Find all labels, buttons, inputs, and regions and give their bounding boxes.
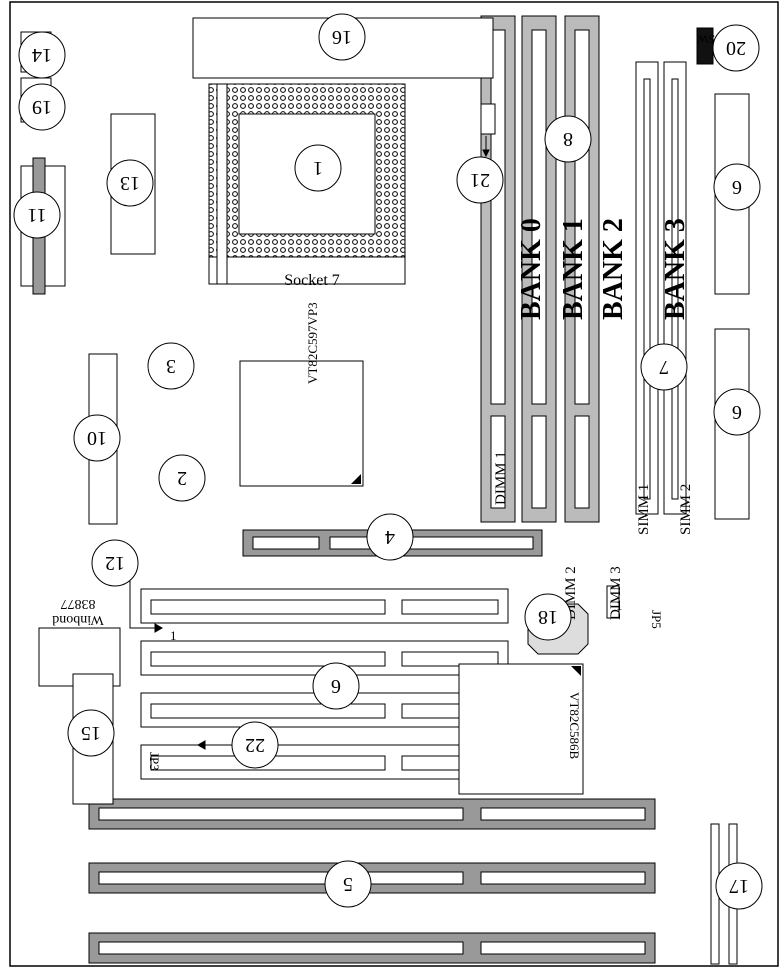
simm-2-label: SIMM 2	[678, 484, 694, 535]
fan-header	[480, 103, 496, 135]
callout-19: 19	[18, 83, 66, 131]
callout-6b: 6	[713, 388, 761, 436]
callout-2: 2	[158, 454, 206, 502]
jumper-jp5	[606, 585, 620, 619]
northbridge-chip	[239, 360, 364, 487]
svg-text:11: 11	[27, 204, 46, 226]
svg-text:13: 13	[120, 172, 140, 194]
callout-20: 20	[712, 24, 760, 72]
svg-text:4: 4	[385, 526, 395, 548]
callout-22: 22	[231, 721, 279, 769]
callout-8: 8	[544, 115, 592, 163]
dimm-3-label: DIMM 3	[608, 566, 624, 620]
svg-text:16: 16	[332, 26, 352, 48]
callout-6a: 6	[713, 163, 761, 211]
southbridge-label: VT82C586B	[567, 692, 582, 760]
callout-13: 13	[106, 159, 154, 207]
socket-label: Socket 7	[284, 272, 340, 289]
svg-text:12: 12	[105, 552, 125, 574]
callout-7: 7	[640, 343, 688, 391]
svg-text:18: 18	[538, 606, 558, 628]
callout-16: 16	[318, 13, 366, 61]
pci-slots	[140, 588, 509, 780]
callout-11: 11	[13, 191, 61, 239]
simm-slots	[635, 61, 687, 515]
svg-text:8: 8	[563, 128, 573, 150]
dimm-1-label: DIMM 1	[493, 451, 509, 505]
isa-slot	[88, 798, 656, 830]
svg-text:15: 15	[81, 722, 101, 744]
bank-1-label: BANK 1	[558, 218, 589, 320]
svg-text:17: 17	[729, 875, 749, 897]
io-chip-label-1: Winbond	[52, 612, 104, 627]
svg-text:6: 6	[331, 675, 341, 697]
callout-3: 3	[147, 342, 195, 390]
svg-text:20: 20	[726, 37, 746, 59]
simm-1-label: SIMM 1	[636, 484, 652, 535]
svg-text:6: 6	[732, 401, 742, 423]
isa-slot	[88, 862, 656, 894]
sw-label: SW	[696, 32, 715, 46]
board-outline	[9, 1, 779, 967]
callout-17: 17	[715, 862, 763, 910]
svg-text:22: 22	[245, 734, 265, 756]
pin-1-label-a: 1	[616, 598, 623, 613]
bank-0-label: BANK 0	[516, 218, 547, 320]
svg-text:5: 5	[343, 873, 353, 895]
jp3-label: JP3	[147, 752, 162, 771]
svg-text:1: 1	[313, 157, 323, 179]
io-chip-label-2: 83877	[61, 596, 96, 611]
callout-6c: 6	[312, 662, 360, 710]
callout-15: 15	[67, 709, 115, 757]
svg-text:19: 19	[32, 96, 52, 118]
svg-text:6: 6	[732, 176, 742, 198]
bank-2-label: BANK 2	[598, 218, 629, 320]
bank-3-label: BANK 3	[660, 218, 691, 320]
svg-text:3: 3	[166, 355, 176, 377]
svg-text:7: 7	[659, 356, 669, 378]
pci-slot	[140, 744, 509, 780]
jp5-label: JP5	[649, 610, 664, 629]
callout-1: 1	[294, 144, 342, 192]
callout-12: 12	[91, 539, 139, 587]
callouts: 1 2 3 4 5 6 6 6 7 8 10 11 12 13 14 15 16…	[13, 13, 763, 910]
svg-text:14: 14	[32, 44, 52, 66]
callout-10: 10	[73, 414, 121, 462]
northbridge-label: VT82C597VP3	[305, 302, 320, 384]
svg-text:2: 2	[177, 467, 187, 489]
svg-text:10: 10	[87, 427, 107, 449]
isa-slots	[88, 798, 656, 964]
isa-slot	[88, 932, 656, 964]
callout-18: 18	[524, 593, 572, 641]
callout-21: 21	[456, 156, 504, 204]
pci-slot	[140, 588, 509, 624]
callout-5: 5	[324, 860, 372, 908]
callout-14: 14	[18, 31, 66, 79]
pin-1-label-b: 1	[170, 628, 177, 643]
southbridge-chip	[458, 663, 584, 795]
svg-text:21: 21	[470, 169, 490, 191]
callout-4: 4	[366, 513, 414, 561]
